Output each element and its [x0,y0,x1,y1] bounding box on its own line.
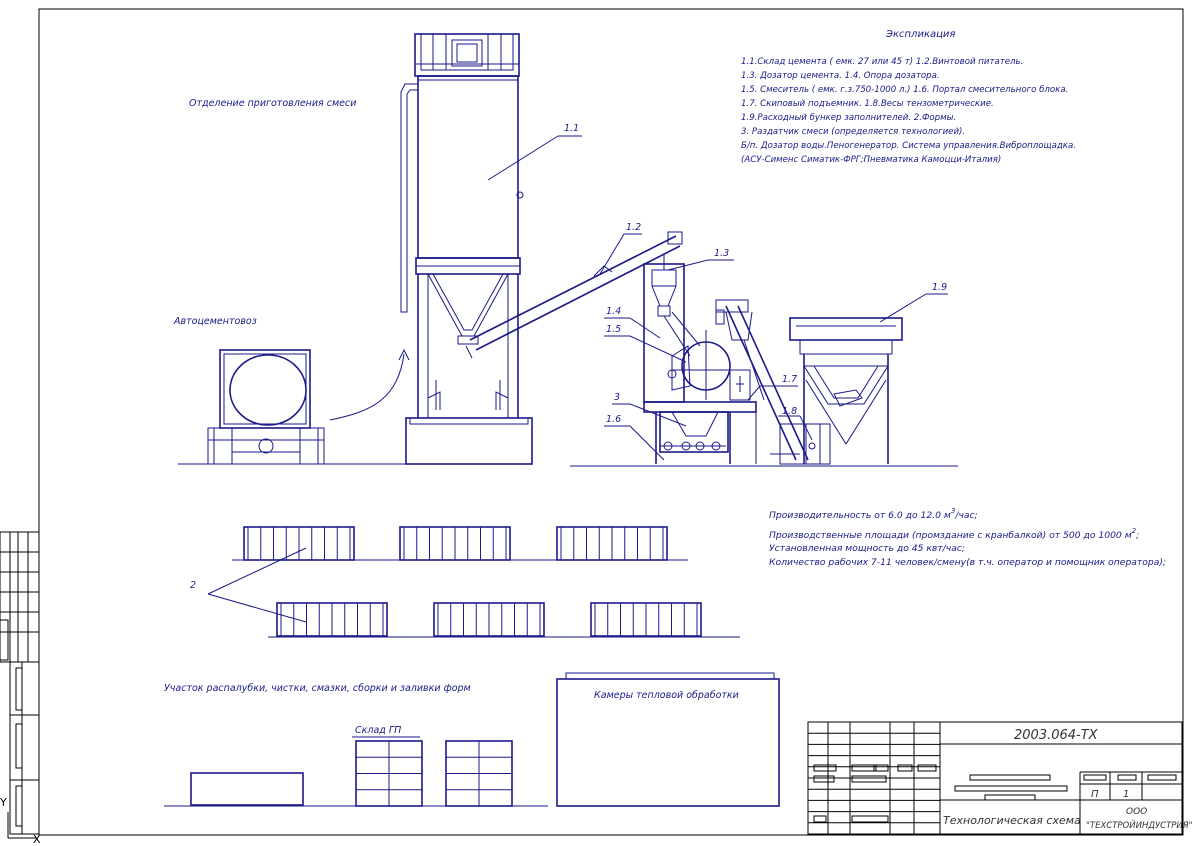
form-mould [590,602,702,637]
storage-rack [445,740,513,807]
callout-3: 3 [614,392,620,403]
form-mould [433,602,545,637]
callout-1-7: 1.7 [782,374,797,385]
legend-line-1: 1.1.Склад цемента ( емк. 27 или 45 т) 1.… [741,57,1023,67]
legend-line-8: (АСУ-Сименс Симатик-ФРГ;Пневматика Камоц… [741,155,1001,165]
legend-line-7: Б/п. Дозатор воды.Пеногенератор. Система… [741,141,1076,151]
spec-power: Установленная мощность до 45 квт/час; [769,543,965,554]
mixing-block [643,254,757,464]
title-block: 2003.064-ТХ Технологическая схема П 1 ОО… [807,721,1193,835]
doc-number: 2003.064-ТХ [1014,728,1099,743]
legend-title: Экспликация [885,29,955,40]
cement-silo [400,33,533,465]
warehouse-racks [355,740,513,807]
ucs-icon: Y X [0,796,41,846]
ucs-x-label: X [33,833,41,846]
drawing-title: Технологическая схема [943,814,1081,827]
form-mould [276,602,388,637]
aggregate-bunker [789,317,903,464]
legend-line-6: 3. Раздатчик смеси (определяется техноло… [741,127,965,137]
spec-productivity: Производительность от 6.0 до 12.0 м3/час… [769,507,978,521]
storage-rack [355,740,423,807]
callout-1-9: 1.9 [932,282,947,293]
legend: Экспликация 1.1.Склад цемента ( емк. 27 … [741,29,1076,165]
callout-1-2: 1.2 [626,222,641,233]
legend-line-2: 1.3. Дозатор цемента. 1.4. Опора дозатор… [741,71,940,81]
callout-1-4: 1.4 [606,306,621,317]
label-cement-truck: Автоцементовоз [173,316,257,327]
specifications: Производительность от 6.0 до 12.0 м3/час… [769,507,1166,568]
legend-line-4: 1.7. Скиповый подъемник. 1.8.Весы тензом… [741,99,994,109]
sheet-number: 1 [1123,789,1129,800]
spec-area: Производственные площади (промздание с к… [769,527,1139,541]
stage-letter: П [1091,789,1099,800]
callout-2: 2 [190,580,196,591]
callout-1-5: 1.5 [606,324,621,335]
legend-line-3: 1.5. Смеситель ( емк. г.з.750-1000 л.) 1… [741,85,1068,95]
heat-chambers: Камеры тепловой обработки [556,672,780,807]
org-line-2: "ТЕХСТРОЙИНДУСТРИЯ" [1086,819,1193,831]
supply-arrow [329,348,410,421]
cement-truck [207,349,325,465]
form-mould [399,526,511,561]
org-line-1: ООО [1126,807,1147,817]
ucs-y-label: Y [0,796,7,809]
callout-1-6: 1.6 [606,414,621,425]
side-stamp [0,531,40,835]
callout-1-1: 1.1 [564,123,579,134]
form-mould [556,526,668,561]
skip-hoist [725,305,831,465]
drawing-frame [38,8,1184,836]
formwork-table [190,772,304,806]
callouts: 1.1 1.2 1.3 1.4 1.5 3 1.6 1.7 1.8 1.9 [487,123,948,461]
forms: 2 [190,526,740,638]
label-formwork-area: Участок распалубки, чистки, смазки, сбор… [164,683,471,694]
form-mould [243,526,355,561]
label-mixing-department: Отделение приготовления смеси [189,98,356,109]
label-warehouse: Склад ГП [355,725,401,736]
label-heat-chambers: Камеры тепловой обработки [594,690,739,701]
spec-workers: Количество рабочих 7-11 человек/смену(в … [769,557,1166,568]
legend-line-5: 1.9.Расходный бункер заполнителей. 2.Фор… [741,113,956,123]
callout-1-3: 1.3 [714,248,729,259]
callout-1-8: 1.8 [782,406,797,417]
screw-feeder [465,231,683,359]
